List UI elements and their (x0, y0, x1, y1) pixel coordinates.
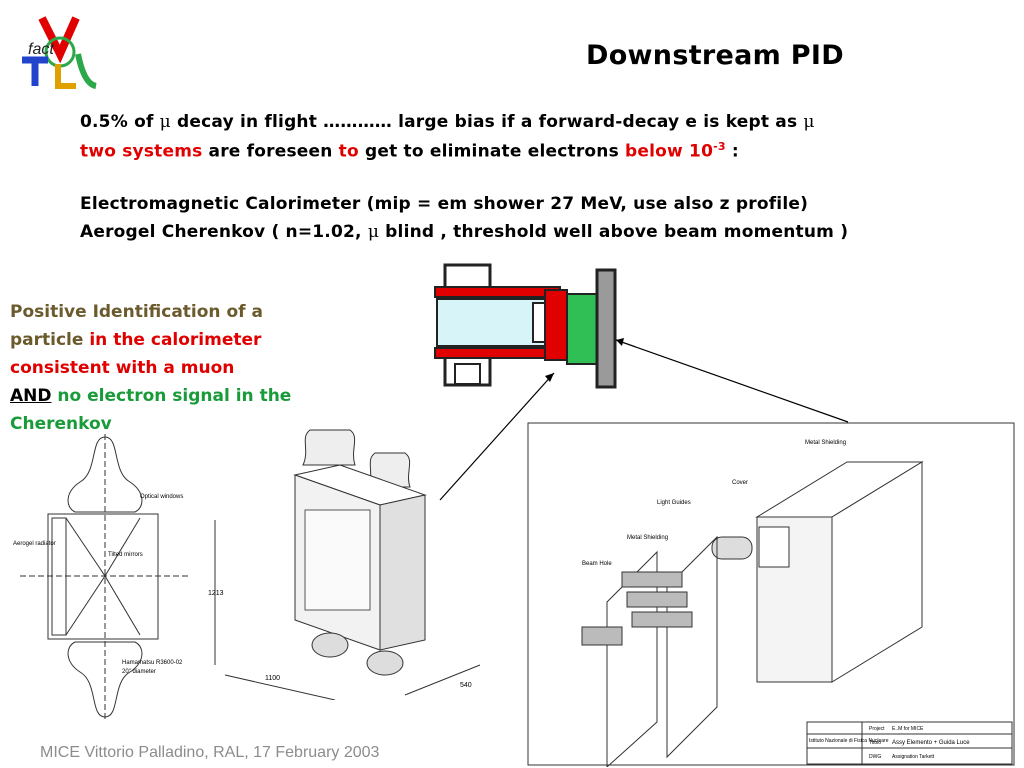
text-line-3: Electromagnetic Calorimeter (mip = em sh… (80, 194, 809, 214)
svg-text:Beam Hole: Beam Hole (582, 561, 612, 567)
svg-text:Assignation Tarkett: Assignation Tarkett (892, 754, 935, 760)
svg-text:Metal Shielding: Metal Shielding (805, 440, 846, 446)
svg-text:Hamamatsu R3600-02: Hamamatsu R3600-02 (122, 660, 183, 666)
footer-text: MICE Vittorio Palladino, RAL, 17 Februar… (40, 744, 380, 761)
text-line-4: Aerogel Cherenkov ( n=1.02, μ blind , th… (80, 222, 849, 242)
svg-text:Aerogel radiator: Aerogel radiator (13, 541, 56, 547)
svg-text:fact: fact (28, 41, 54, 58)
svg-text:Istituto Nazionale di Fisica N: Istituto Nazionale di Fisica Nucleare (809, 738, 889, 744)
svg-text:20" diameter: 20" diameter (122, 669, 156, 675)
side-note: Positive Identification of a particle in… (10, 302, 292, 434)
svg-text:Project: Project (869, 726, 885, 732)
detector-schematic (434, 263, 617, 389)
cherenkov-drawing: Optical windows Aerogel radiator Tilted … (13, 434, 190, 722)
svg-text:1213: 1213 (208, 590, 224, 597)
svg-text:DWG: DWG (869, 754, 881, 760)
svg-text:Cover: Cover (732, 480, 748, 486)
exploded-calorimeter-drawing: Metal Shielding Cover Light Guides Metal… (527, 422, 1015, 767)
svg-text:540: 540 (460, 682, 472, 689)
nufact-logo: fact (22, 16, 97, 89)
svg-text:Metal Shielding: Metal Shielding (627, 535, 668, 541)
svg-text:1100: 1100 (265, 675, 280, 682)
text-line-2: two systems are foreseen to get to elimi… (80, 140, 739, 162)
svg-text:Light Guides: Light Guides (657, 500, 691, 506)
svg-text:Tilted mirrors: Tilted mirrors (108, 552, 143, 558)
svg-text:Titolo: Titolo (869, 740, 881, 746)
page-title: Downstream PID (586, 40, 844, 71)
svg-text:E..M for MICE: E..M for MICE (892, 726, 924, 732)
text-line-1: 0.5% of μ decay in flight ………… large bia… (80, 112, 815, 132)
svg-text:Assy Elemento + Guida Luce: Assy Elemento + Guida Luce (892, 740, 970, 746)
isometric-module-drawing: 1213 1100 540 (208, 429, 481, 700)
svg-text:Optical windows: Optical windows (140, 494, 183, 500)
